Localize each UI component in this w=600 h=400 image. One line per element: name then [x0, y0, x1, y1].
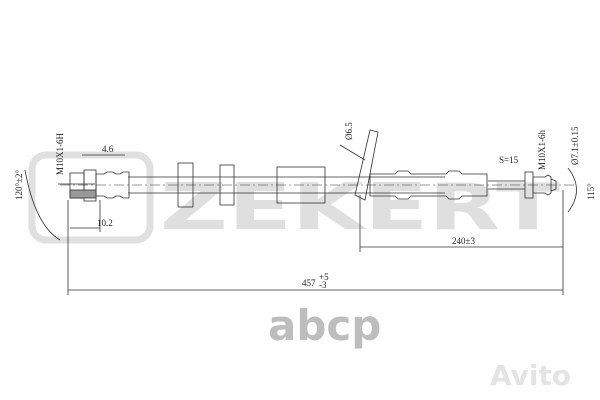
left-dim-b: 10.2 — [97, 218, 113, 228]
drawing-lines — [24, 129, 577, 295]
tube-diameter-label: Ø7.1±0.15 — [570, 126, 580, 165]
left-angle-arc — [24, 169, 61, 241]
right-fitting-thread — [532, 174, 552, 196]
total-length-label: 457 — [302, 278, 316, 288]
clamp-sleeve — [219, 164, 235, 206]
right-angle-label: 115° — [586, 183, 596, 200]
total-tol-lower: -3 — [319, 280, 327, 290]
zekert-watermark: ZEKERT — [28, 151, 561, 245]
avito-logo: Avito — [490, 359, 571, 392]
bracket-plate — [354, 129, 379, 201]
clamp-sleeve — [177, 162, 194, 208]
right-fitting — [369, 170, 557, 200]
clamp-sleeve — [276, 166, 326, 204]
hex-size-label: S=15 — [499, 155, 519, 165]
bracket-hole-label: Ø6.5 — [344, 122, 354, 140]
bracket-hole-leader — [339, 144, 366, 161]
left-angle-label: 120°±2° — [14, 169, 24, 200]
left-fitting — [69, 169, 130, 202]
abcp-logo: abcp — [268, 301, 381, 350]
left-fitting-section-hatch — [69, 189, 97, 199]
right-fitting-tip — [550, 178, 557, 192]
total-tol-upper: +5 — [319, 272, 329, 282]
right-fitting-crimp — [369, 170, 488, 200]
right-thread-label: M10X1-6h — [537, 130, 547, 170]
partial-length-label: 240±3 — [452, 236, 475, 246]
left-thread-label: M10X1-6H — [55, 133, 65, 175]
left-dim-a: 4.6 — [102, 144, 114, 154]
left-fitting-crimp — [95, 171, 130, 199]
right-angle-arc — [567, 167, 577, 213]
